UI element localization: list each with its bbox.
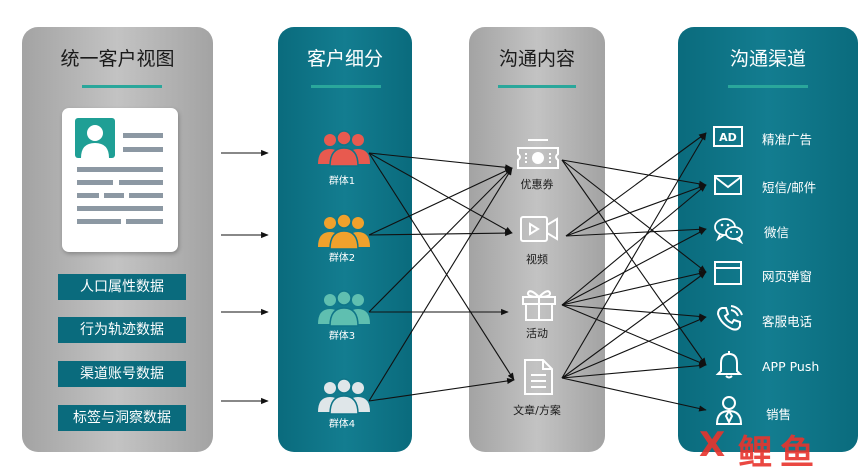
group-to-content-arrow xyxy=(368,152,515,381)
bell-icon xyxy=(715,351,743,379)
text-line xyxy=(129,193,163,198)
watermark-logo: X xyxy=(699,425,726,465)
tag-behavior: 行为轨迹数据 xyxy=(58,317,186,343)
watermark-logo: 鲤 xyxy=(738,433,772,473)
wechat-icon xyxy=(714,218,744,244)
video-icon xyxy=(520,216,558,242)
text-line xyxy=(119,180,163,185)
title-underline xyxy=(82,85,162,88)
content-to-channel-arrow xyxy=(561,132,707,379)
phone-icon xyxy=(716,305,743,331)
text-line xyxy=(77,193,99,198)
channel-app-push-label: APP Push xyxy=(762,359,820,374)
title-underline xyxy=(728,85,808,88)
document-icon xyxy=(524,359,553,395)
text-line xyxy=(104,193,124,198)
content-to-channel-arrow xyxy=(565,184,707,237)
content-to-channel-arrow xyxy=(561,304,707,320)
content-to-channel-arrow xyxy=(561,377,707,412)
content-to-channel-arrow xyxy=(561,159,707,273)
group-people-icon xyxy=(318,213,370,250)
text-line xyxy=(77,206,163,211)
group-2-label: 群体2 xyxy=(328,253,356,264)
window-icon xyxy=(714,261,742,285)
svg-text:AD: AD xyxy=(719,131,737,144)
channel-sales-label: 销售 xyxy=(766,407,792,422)
group-people-icon xyxy=(318,378,370,415)
text-line xyxy=(77,180,113,185)
content-article-label: 文章/方案 xyxy=(513,404,561,417)
content-title: 沟通内容 xyxy=(498,48,575,70)
channel-ad-label: 精准广告 xyxy=(762,132,813,147)
content-to-channel-arrow xyxy=(561,270,707,306)
channel-popup-label: 网页弹窗 xyxy=(762,269,813,284)
content-to-channel-arrow xyxy=(561,316,707,379)
content-video-label: 视频 xyxy=(526,253,548,266)
content-activity-label: 活动 xyxy=(526,327,548,340)
content-to-channel-arrow xyxy=(561,184,707,306)
channel-sms-label: 短信/邮件 xyxy=(762,180,817,195)
group-4-label: 群体4 xyxy=(328,419,356,430)
group-to-content-arrow xyxy=(368,230,513,237)
avatar-icon xyxy=(75,118,115,158)
content-to-channel-arrow xyxy=(561,159,707,187)
group-1-label: 群体1 xyxy=(328,176,356,187)
group-people-icon xyxy=(318,130,370,167)
group-to-content-arrow xyxy=(368,377,515,402)
envelope-icon xyxy=(714,175,742,195)
group-people-icon xyxy=(318,290,370,327)
text-line xyxy=(123,133,163,138)
segments-title: 客户细分 xyxy=(306,48,383,70)
salesperson-icon xyxy=(715,396,743,425)
tag-channel-accounts: 渠道账号数据 xyxy=(58,361,186,387)
content-to-channel-arrow xyxy=(565,132,707,237)
channels-title: 沟通渠道 xyxy=(729,48,806,70)
group-to-content-arrow xyxy=(368,167,513,236)
coupon-icon xyxy=(517,139,559,169)
text-line xyxy=(123,147,163,152)
group-to-content-arrow xyxy=(368,152,513,234)
tag-labels-insights: 标签与洞察数据 xyxy=(58,405,186,431)
group-to-content-arrow xyxy=(368,167,513,313)
profile-card xyxy=(62,108,178,252)
content-to-channel-arrow xyxy=(561,304,707,366)
channel-wechat-label: 微信 xyxy=(764,225,790,240)
channels-panel xyxy=(678,27,858,452)
text-line xyxy=(126,219,163,224)
content-coupon-label: 优惠券 xyxy=(520,178,554,191)
title-underline xyxy=(311,85,381,88)
ad-icon: AD xyxy=(713,126,743,147)
text-line xyxy=(77,167,163,172)
unified-view-title: 统一客户视图 xyxy=(60,48,175,70)
content-to-channel-arrow xyxy=(561,271,707,379)
group-to-content-arrow xyxy=(368,167,513,402)
watermark-logo: 鱼 xyxy=(780,433,814,473)
title-underline xyxy=(498,85,576,88)
content-to-channel-arrow xyxy=(561,362,707,379)
text-line xyxy=(77,219,121,224)
content-to-channel-arrow xyxy=(561,228,707,306)
gift-icon xyxy=(522,290,556,321)
channel-phone-label: 客服电话 xyxy=(762,314,813,329)
group-to-content-arrow xyxy=(368,152,513,171)
tag-demographics: 人口属性数据 xyxy=(58,274,186,300)
group-3-label: 群体3 xyxy=(328,331,356,342)
content-to-channel-arrow xyxy=(565,226,707,237)
content-to-channel-arrow xyxy=(561,159,707,366)
